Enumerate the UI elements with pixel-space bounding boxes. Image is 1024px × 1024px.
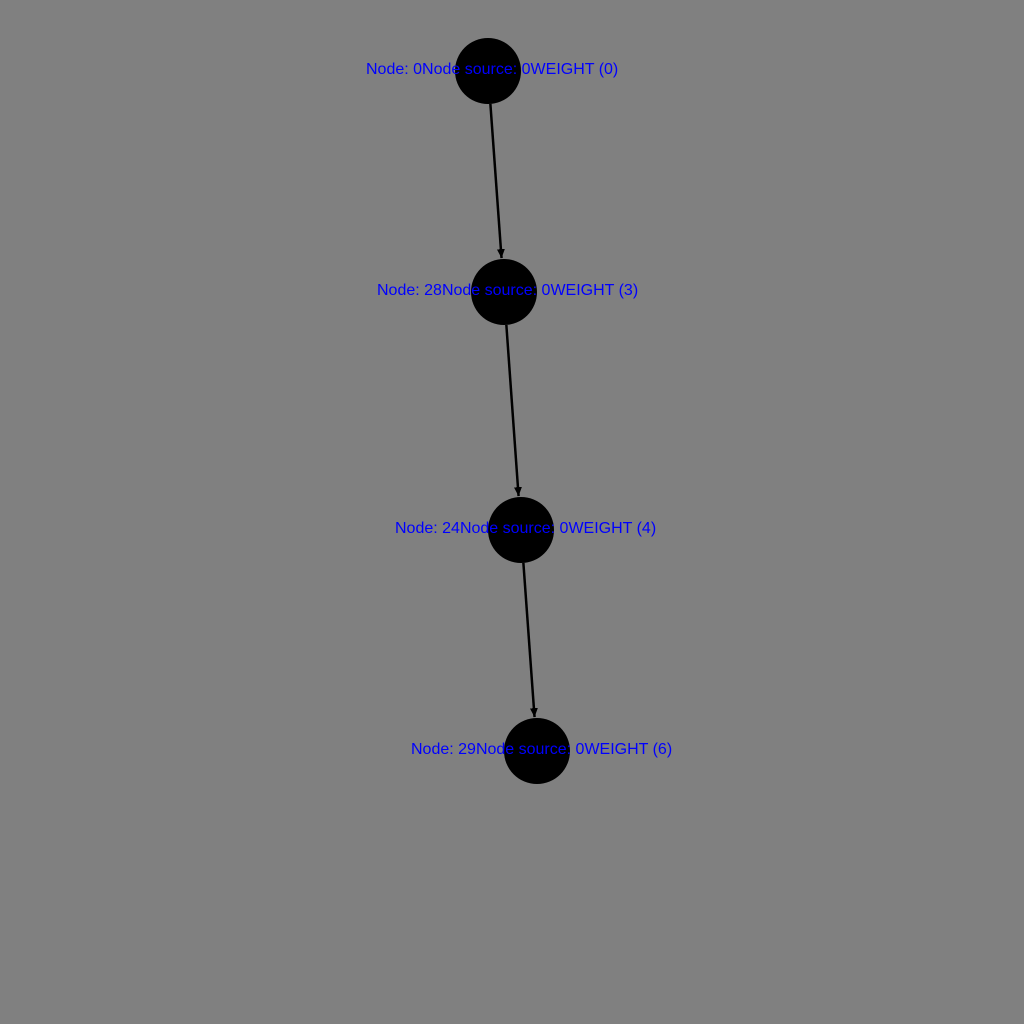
labels-layer: Node: 0Node source: 0WEIGHT (0) Node: 28N… (366, 61, 672, 758)
edge-24-to-29 (522, 562, 538, 718)
edges-layer (489, 103, 538, 718)
nodes-layer (455, 38, 570, 784)
node-0[interactable] (455, 38, 521, 104)
node-24[interactable] (488, 497, 554, 563)
node-label-29: Node: 29Node source: 0WEIGHT (6) (411, 741, 672, 758)
node-label-24: Node: 24Node source: 0WEIGHT (4) (395, 520, 656, 537)
node-label-28: Node: 28Node source: 0WEIGHT (3) (377, 282, 638, 299)
edge-28-to-24 (505, 324, 522, 497)
node-29[interactable] (504, 718, 570, 784)
node-label-0: Node: 0Node source: 0WEIGHT (0) (366, 61, 618, 78)
node-28[interactable] (471, 259, 537, 325)
edge-0-to-28 (489, 103, 505, 259)
